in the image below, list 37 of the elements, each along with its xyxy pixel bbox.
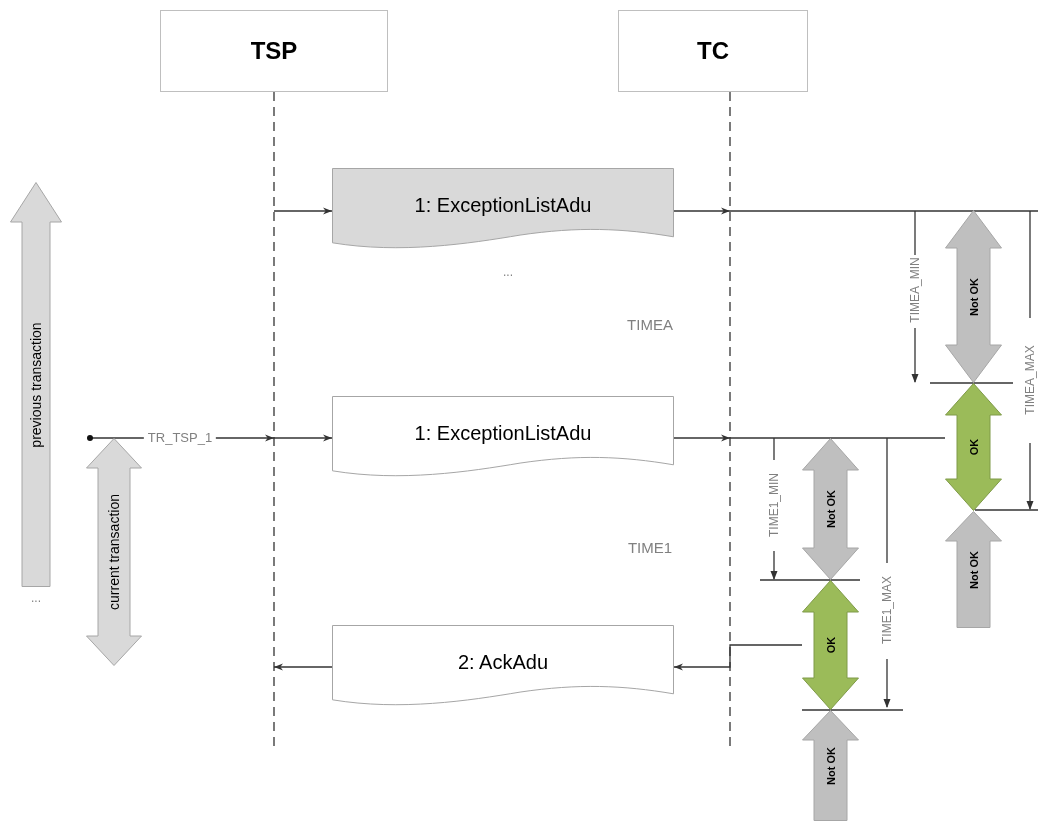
message-label: 1: ExceptionListAdu	[414, 193, 592, 218]
dimension-label: TIMEA_MAX	[1022, 345, 1038, 415]
status-label: Not OK	[823, 746, 838, 785]
status-label: OK	[823, 636, 838, 654]
dimension-label: TIME1_MIN	[766, 473, 782, 537]
annotation-text: ...	[503, 264, 513, 281]
message-label: 1: ExceptionListAdu	[414, 421, 592, 446]
double-arrow	[802, 438, 859, 580]
status-label: Not OK	[823, 490, 838, 528]
transaction-label: previous transaction	[26, 321, 45, 448]
double-arrow	[86, 438, 142, 666]
status-label: Not OK	[966, 277, 981, 316]
message-label: 2: AckAdu	[457, 650, 549, 675]
double-arrow	[945, 210, 1002, 383]
annotation-text: TIME1	[627, 537, 673, 558]
range-band-shape	[945, 383, 1002, 511]
ellipsis-text: ...	[31, 590, 41, 607]
block-arrow	[945, 511, 1002, 628]
status-label: OK	[966, 438, 981, 456]
annotation-text: TIMEA	[627, 314, 673, 335]
participant-name: TC	[697, 36, 729, 66]
dimension-label: TIME1_MAX	[879, 576, 895, 644]
reference-line	[729, 437, 946, 439]
participant-box	[618, 10, 808, 92]
message-arrow	[673, 207, 731, 215]
participant-name: TSP	[250, 36, 298, 66]
message-arrow	[273, 663, 333, 671]
block-arrow	[10, 182, 62, 587]
dimension-label: TIMEA_MIN	[907, 257, 923, 323]
message-arrow	[673, 434, 731, 442]
message-arrow	[273, 207, 333, 215]
message-arrow	[673, 644, 803, 671]
range-band-shape	[802, 580, 859, 710]
transaction-label: current transaction	[104, 494, 123, 610]
block-arrow	[802, 710, 859, 821]
participant-box	[160, 10, 388, 92]
status-label: Not OK	[966, 550, 981, 589]
